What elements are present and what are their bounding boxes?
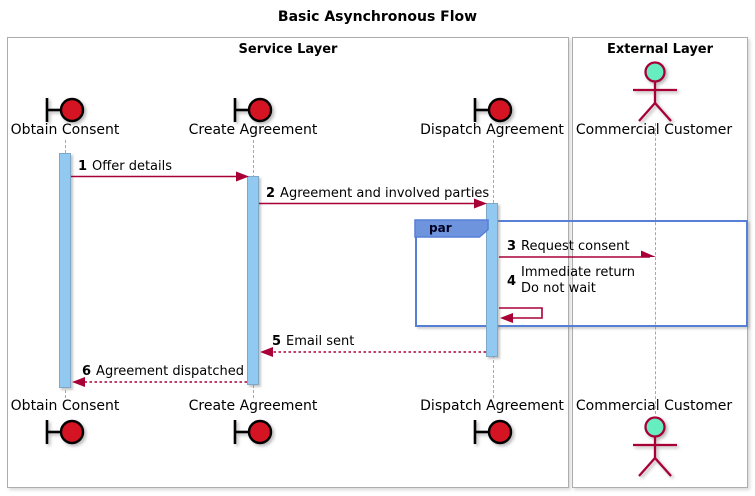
frame-service-layer-title: Service Layer	[238, 42, 338, 57]
diagram-title: Basic Asynchronous Flow	[277, 9, 478, 25]
boundary-icon-create-agreement-top	[233, 97, 273, 123]
boundary-icon-obtain-consent-bottom	[45, 419, 85, 445]
boundary-icon-create-agreement-bottom	[233, 419, 273, 445]
participant-label-commercial-customer-bottom: Commercial Customer	[575, 398, 733, 414]
message-4: 4 Immediate return Do not wait	[507, 265, 635, 297]
participant-label-obtain-consent-top: Obtain Consent	[10, 122, 120, 138]
boundary-icon-dispatch-agreement-top	[473, 97, 513, 123]
message-5-number: 5	[272, 334, 282, 349]
message-3-number: 3	[507, 239, 517, 254]
participant-label-create-agreement-top: Create Agreement	[188, 122, 318, 138]
actor-icon-commercial-customer-bottom	[633, 416, 677, 477]
message-5-label: Email sent	[286, 334, 355, 349]
message-6: 6 Agreement dispatched	[82, 364, 244, 379]
frame-external-layer-title: External Layer	[606, 42, 714, 57]
message-1-label: Offer details	[92, 159, 173, 174]
participant-label-obtain-consent-bottom: Obtain Consent	[10, 398, 120, 414]
message-5: 5 Email sent	[272, 334, 354, 349]
activation-dispatch-agreement	[486, 203, 498, 357]
message-2-label: Agreement and involved parties	[280, 186, 490, 201]
message-2-number: 2	[266, 186, 276, 201]
frame-service-layer: Service Layer	[7, 37, 569, 488]
message-6-number: 6	[82, 364, 92, 379]
participant-label-commercial-customer-top: Commercial Customer	[575, 122, 733, 138]
par-fragment-box	[415, 220, 748, 327]
message-4-number: 4	[507, 273, 517, 289]
participant-label-dispatch-agreement-top: Dispatch Agreement	[420, 122, 564, 138]
boundary-icon-obtain-consent-top	[45, 97, 85, 123]
message-4-label-line2: Do not wait	[521, 281, 596, 296]
message-4-label-line1: Immediate return	[521, 265, 636, 280]
message-6-label: Agreement dispatched	[96, 364, 244, 379]
message-1: 1 Offer details	[78, 159, 172, 174]
participant-label-create-agreement-bottom: Create Agreement	[188, 398, 318, 414]
par-fragment-operator: par	[429, 221, 452, 235]
message-1-number: 1	[78, 159, 88, 174]
message-2: 2 Agreement and involved parties	[266, 186, 489, 201]
message-3-label: Request consent	[521, 239, 630, 254]
message-3: 3 Request consent	[507, 239, 629, 254]
actor-icon-commercial-customer-top	[633, 61, 677, 122]
participant-label-dispatch-agreement-bottom: Dispatch Agreement	[420, 398, 564, 414]
activation-create-agreement	[247, 176, 259, 385]
activation-obtain-consent	[59, 153, 71, 388]
lifeline-commercial-customer	[655, 123, 656, 414]
boundary-icon-dispatch-agreement-bottom	[473, 419, 513, 445]
